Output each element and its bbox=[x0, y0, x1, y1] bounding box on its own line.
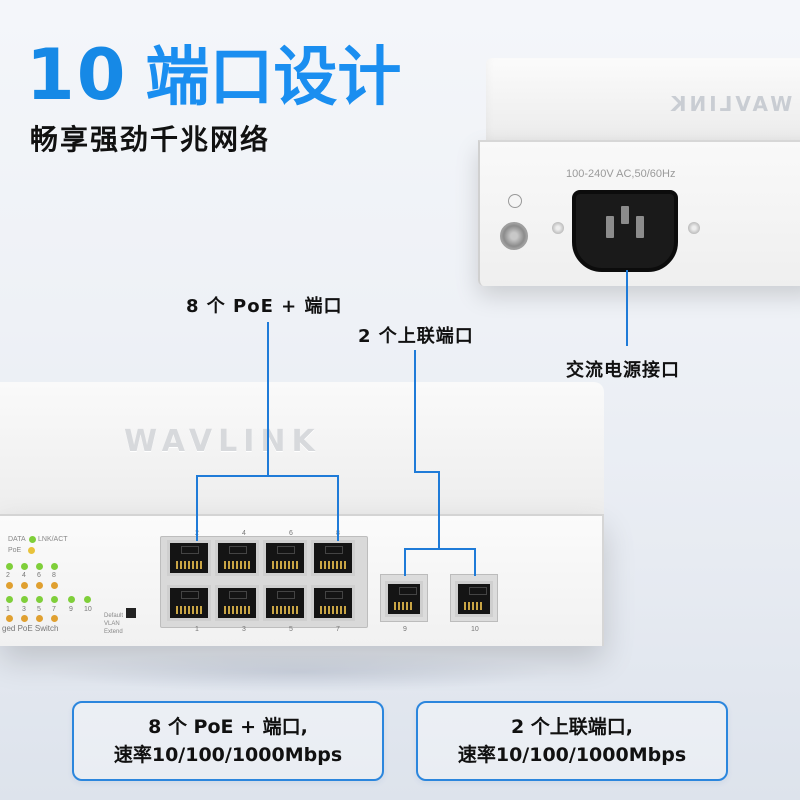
rear-brand-logo: WAVLINK bbox=[667, 92, 792, 116]
switch-shadow bbox=[40, 652, 560, 692]
led-indicator bbox=[84, 596, 91, 603]
switch-top: WAVLINK bbox=[0, 382, 604, 514]
led-number: 4 bbox=[22, 572, 26, 579]
led-label-data: DATA bbox=[8, 536, 26, 543]
uplink-port-socket bbox=[385, 581, 423, 617]
led-number: 3 bbox=[22, 606, 26, 613]
uplink-port[interactable] bbox=[450, 574, 498, 622]
led-number: 8 bbox=[52, 572, 56, 579]
port-number: 1 bbox=[195, 626, 199, 633]
info-box-line: 8 个 PoE + 端口, bbox=[148, 716, 308, 738]
ground-screw-icon bbox=[500, 222, 528, 250]
led-indicator bbox=[68, 596, 75, 603]
power-callout-line bbox=[626, 270, 628, 346]
port-number: 9 bbox=[403, 626, 407, 633]
led-indicator bbox=[6, 582, 13, 589]
ground-symbol-icon bbox=[508, 194, 522, 208]
uplink-callout-line bbox=[414, 471, 439, 473]
mode-switch-label: VLAN bbox=[104, 621, 120, 627]
led-number: 2 bbox=[6, 572, 10, 579]
uplink-port[interactable] bbox=[380, 574, 428, 622]
power-socket-icon bbox=[572, 190, 678, 272]
model-tag: ged PoE Switch bbox=[2, 624, 59, 633]
poe-port[interactable] bbox=[215, 585, 259, 621]
mode-switch-labels: Default VLAN Extend bbox=[104, 612, 123, 636]
uplink-ports-label: 2 个上联端口 bbox=[358, 326, 474, 347]
led-number: 10 bbox=[84, 606, 92, 613]
poe-callout-line bbox=[337, 475, 339, 541]
port-number: 7 bbox=[336, 626, 340, 633]
led-indicator bbox=[36, 563, 43, 570]
led-number: 9 bbox=[69, 606, 73, 613]
power-spec-label: 100-240V AC,50/60Hz bbox=[566, 168, 676, 180]
poe-port[interactable] bbox=[167, 540, 211, 576]
poe-port[interactable] bbox=[167, 585, 211, 621]
led-number: 5 bbox=[37, 606, 41, 613]
poe-port[interactable] bbox=[215, 540, 259, 576]
uplink-callout-line bbox=[404, 548, 406, 576]
poe-port[interactable] bbox=[311, 585, 355, 621]
led-label-poe: PoE bbox=[8, 547, 22, 554]
headline-number: 10 bbox=[26, 34, 128, 116]
screw-icon bbox=[552, 222, 564, 234]
led-indicator bbox=[36, 615, 43, 622]
poe-port-block bbox=[160, 536, 368, 628]
headline-title: 端口设计 bbox=[145, 41, 402, 115]
poe-callout-line bbox=[267, 322, 269, 476]
uplink-port-socket bbox=[455, 581, 493, 617]
led-indicator bbox=[21, 582, 28, 589]
poe-port[interactable] bbox=[263, 540, 307, 576]
led-indicator bbox=[21, 563, 28, 570]
info-box-uplink: 2 个上联端口, 速率10/100/1000Mbps bbox=[416, 701, 728, 781]
uplink-callout-line bbox=[438, 471, 440, 549]
switch-brand-logo: WAVLINK bbox=[124, 424, 321, 459]
led-indicator bbox=[6, 615, 13, 622]
mode-switch-label: Default bbox=[104, 613, 124, 619]
led-number: 1 bbox=[6, 606, 10, 613]
rear-device-top: WAVLINK bbox=[486, 58, 800, 150]
led-indicator bbox=[21, 596, 28, 603]
poe-callout-line bbox=[196, 475, 198, 541]
info-box-line: 速率10/100/1000Mbps bbox=[457, 744, 687, 766]
poe-ports-label: 8 个 PoE + 端口 bbox=[186, 296, 343, 317]
power-interface-label: 交流电源接口 bbox=[566, 360, 680, 381]
led-indicator bbox=[28, 547, 35, 554]
port-number: 6 bbox=[289, 530, 293, 537]
subheadline: 畅享强劲千兆网络 bbox=[30, 123, 271, 156]
led-indicator bbox=[36, 582, 43, 589]
uplink-callout-line bbox=[414, 350, 416, 472]
uplink-callout-line bbox=[474, 548, 476, 576]
mode-switch[interactable] bbox=[126, 608, 136, 618]
screw-icon bbox=[688, 222, 700, 234]
info-box-line: 2 个上联端口, bbox=[510, 716, 634, 738]
info-box-line: 速率10/100/1000Mbps bbox=[113, 744, 343, 766]
poe-port[interactable] bbox=[311, 540, 355, 576]
led-indicator bbox=[29, 536, 36, 543]
poe-callout-line bbox=[196, 475, 339, 477]
info-box-poe: 8 个 PoE + 端口, 速率10/100/1000Mbps bbox=[72, 701, 384, 781]
led-indicator bbox=[36, 596, 43, 603]
port-number: 3 bbox=[242, 626, 246, 633]
led-indicator bbox=[21, 615, 28, 622]
mode-switch-label: Extend bbox=[104, 629, 123, 635]
led-indicator bbox=[51, 615, 58, 622]
uplink-callout-line bbox=[404, 548, 475, 550]
led-indicator bbox=[51, 596, 58, 603]
port-number: 5 bbox=[289, 626, 293, 633]
led-indicator bbox=[51, 582, 58, 589]
led-indicator bbox=[6, 596, 13, 603]
led-label-lnk: LNK/ACT bbox=[38, 536, 68, 543]
led-number: 6 bbox=[37, 572, 41, 579]
port-number: 10 bbox=[471, 626, 479, 633]
led-indicator bbox=[6, 563, 13, 570]
led-number: 7 bbox=[52, 606, 56, 613]
led-indicator bbox=[51, 563, 58, 570]
poe-port[interactable] bbox=[263, 585, 307, 621]
port-number: 4 bbox=[242, 530, 246, 537]
rear-device-panel: 100-240V AC,50/60Hz bbox=[478, 140, 800, 286]
switch-front-panel: DATA LNK/ACT PoE 2 4 6 8 1 3 5 7 9 10 ge… bbox=[0, 514, 604, 646]
